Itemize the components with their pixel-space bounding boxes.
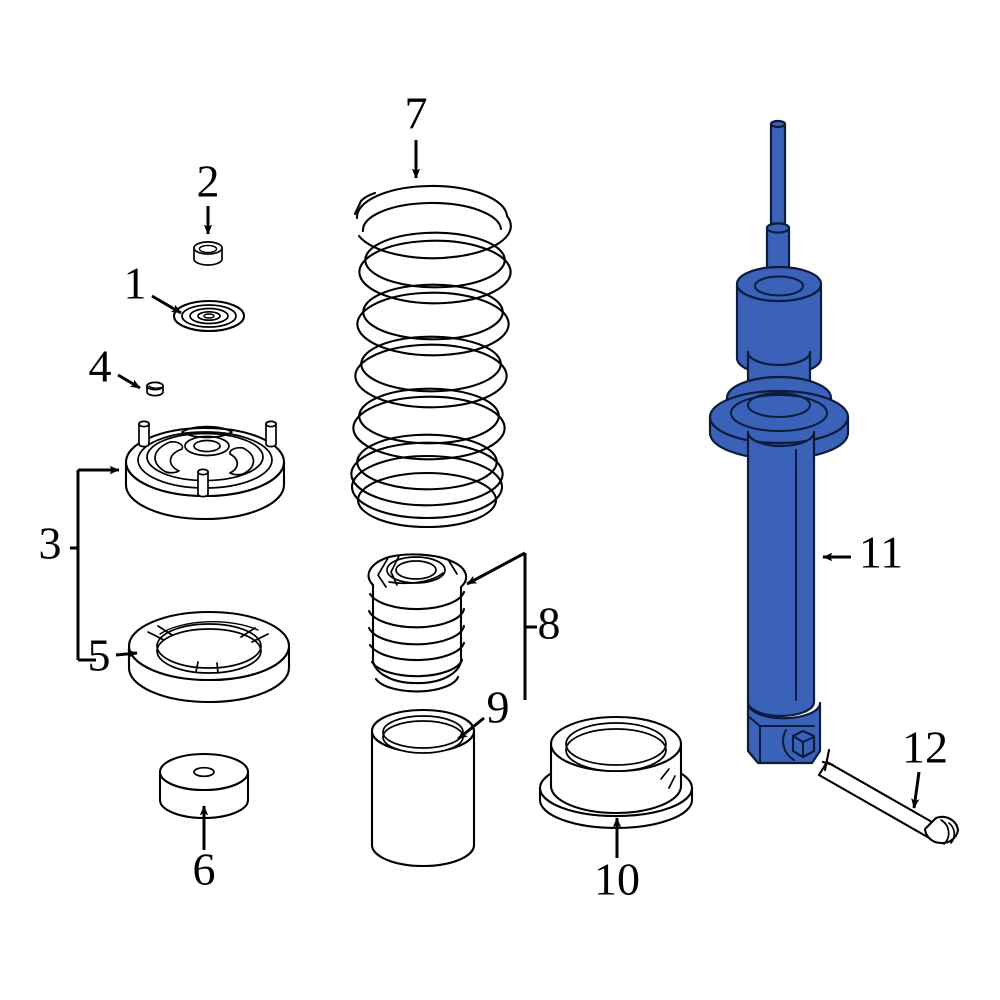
part-8-bump-stop-jounce-bumper (367, 553, 468, 693)
callout-leader-8 (466, 551, 537, 700)
part-11-shock-absorber-strut (708, 119, 850, 765)
callout-leader-1 (151, 294, 182, 315)
callout-number-5: 5 (88, 630, 111, 681)
callout-leader-9 (457, 716, 485, 741)
part-3-strut-mount (124, 420, 286, 521)
callout-number-10: 10 (594, 854, 640, 905)
callout-number-6: 6 (193, 844, 216, 895)
callout-number-4: 4 (89, 341, 112, 392)
callout-number-7: 7 (405, 88, 428, 139)
callout-leader-4 (117, 373, 141, 390)
part-6-spacer-washer-disc (158, 752, 250, 820)
part-7-coil-spring (350, 184, 512, 529)
part-2-strut-rod-nut-cap (193, 241, 223, 266)
part-5-upper-spring-seat-insulator (127, 610, 291, 704)
part-4-strut-mount-bushing-nut (146, 381, 164, 397)
callout-number-1: 1 (124, 258, 147, 309)
callout-number-11: 11 (859, 527, 903, 578)
part-1-upper-strut-bearing-cap (172, 299, 246, 333)
callout-number-2: 2 (197, 156, 220, 207)
callout-number-8: 8 (538, 598, 561, 649)
callout-leader-12 (911, 771, 921, 809)
part-9-dust-boot-tube (370, 708, 476, 868)
callout-number-12: 12 (902, 722, 948, 773)
callout-leader-5 (115, 649, 138, 659)
callout-number-3: 3 (39, 518, 62, 569)
part-10-lower-spring-seat-insulator (538, 715, 694, 830)
part-12-mounting-bolt (817, 748, 960, 845)
callout-number-9: 9 (487, 682, 510, 733)
callout-leader-3 (70, 465, 120, 662)
